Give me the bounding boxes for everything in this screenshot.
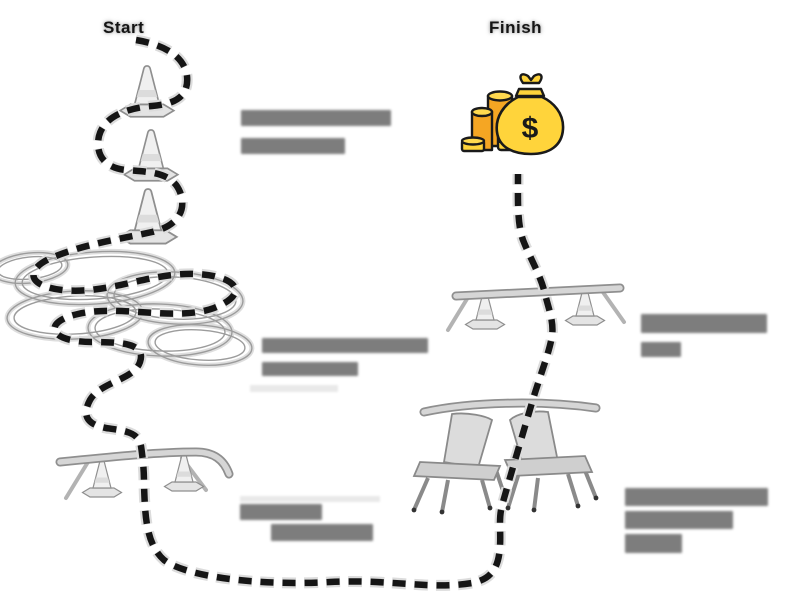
start-label: Start (103, 18, 145, 37)
blurred-text-line (271, 524, 373, 541)
blurred-label-bottom-left (240, 496, 380, 550)
finish-label: Finish (489, 18, 543, 37)
hurdle-left-icon (55, 447, 234, 500)
dollar-sign: $ (522, 112, 539, 145)
blurred-label-loops (250, 338, 428, 401)
blurred-text-line (641, 342, 681, 357)
money-bag-icon: $ (460, 73, 565, 156)
dashed-route-path (28, 34, 558, 591)
blurred-text-line (240, 504, 322, 520)
blurred-label-right-middle (641, 314, 767, 366)
blurred-text-line (241, 110, 391, 126)
blurred-text-line (250, 385, 338, 392)
blurred-text-line (241, 138, 345, 154)
blurred-text-line (641, 314, 767, 333)
hurdle-right-icon (446, 283, 626, 332)
blurred-text-line (262, 362, 358, 376)
rope-loops-icon (0, 248, 255, 368)
blurred-text-line (625, 511, 733, 529)
blurred-label-cones (241, 110, 391, 163)
blurred-text-line (240, 496, 380, 502)
blurred-text-line (262, 338, 428, 353)
blurred-label-bottom-right (625, 488, 768, 562)
traffic-cones-icon (118, 65, 179, 245)
blurred-text-line (625, 488, 768, 506)
blurred-text-line (625, 534, 682, 553)
